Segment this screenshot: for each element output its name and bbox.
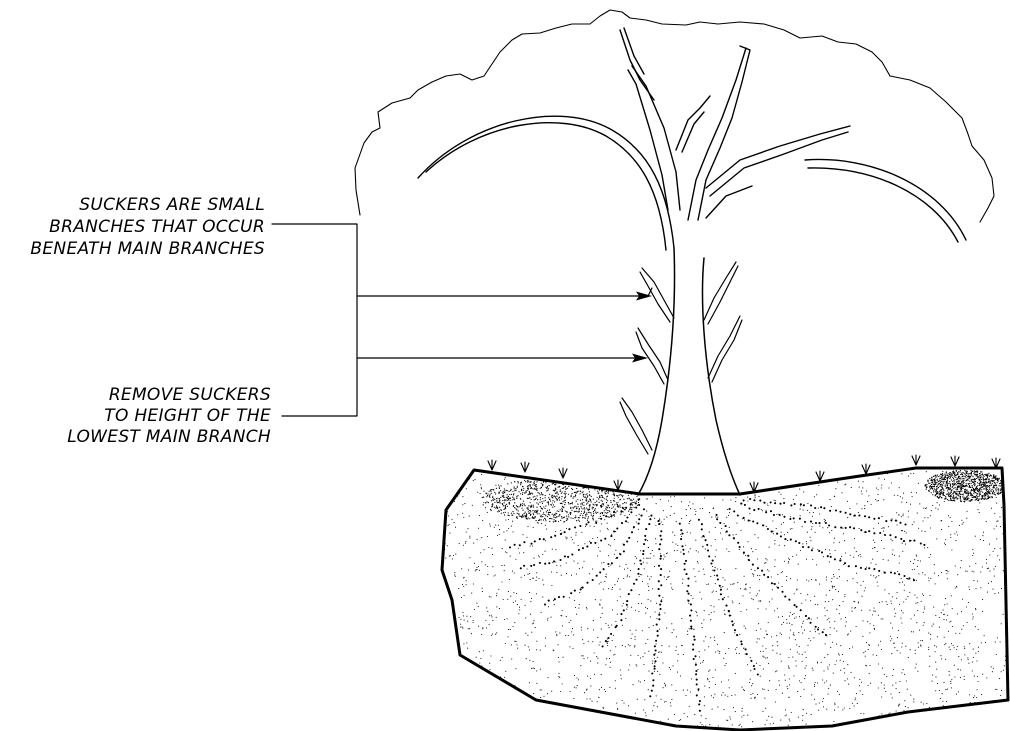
soil-speckle — [444, 467, 1007, 727]
leader-bracket — [272, 224, 652, 416]
canopy-outline — [355, 10, 994, 222]
suckers-definition-line-1: SUCKERS ARE SMALL — [79, 195, 265, 215]
removal-instruction-line-3: LOWEST MAIN BRANCH — [67, 427, 271, 447]
removal-instruction-line-1: REMOVE SUCKERS — [109, 385, 271, 405]
limb-right — [805, 159, 966, 240]
suckers-definition-label: SUCKERS ARE SMALL BRANCHES THAT OCCUR BE… — [30, 195, 265, 259]
sucker-right-lower — [708, 316, 742, 382]
root-system — [509, 498, 926, 712]
sucker-right-upper — [704, 262, 738, 324]
removal-instruction-label: REMOVE SUCKERS TO HEIGHT OF THE LOWEST M… — [67, 385, 271, 447]
removal-instruction-line-2: TO HEIGHT OF THE — [104, 406, 271, 426]
tree-trunk — [638, 248, 740, 495]
limb-right-upper — [706, 126, 850, 188]
soil-dense-patch — [482, 470, 1004, 523]
suckers-definition-line-2: BRANCHES THAT OCCUR — [49, 217, 265, 237]
tree-limbs — [418, 28, 966, 250]
soil-block — [442, 467, 1008, 730]
limb-left — [418, 116, 674, 248]
limb-center-right — [688, 48, 746, 220]
suckers-definition-line-3: BENEATH MAIN BRANCHES — [30, 239, 265, 259]
soil-outline — [442, 468, 1008, 730]
sucker-left-lower — [620, 398, 652, 454]
grass-tufts — [488, 455, 1000, 492]
